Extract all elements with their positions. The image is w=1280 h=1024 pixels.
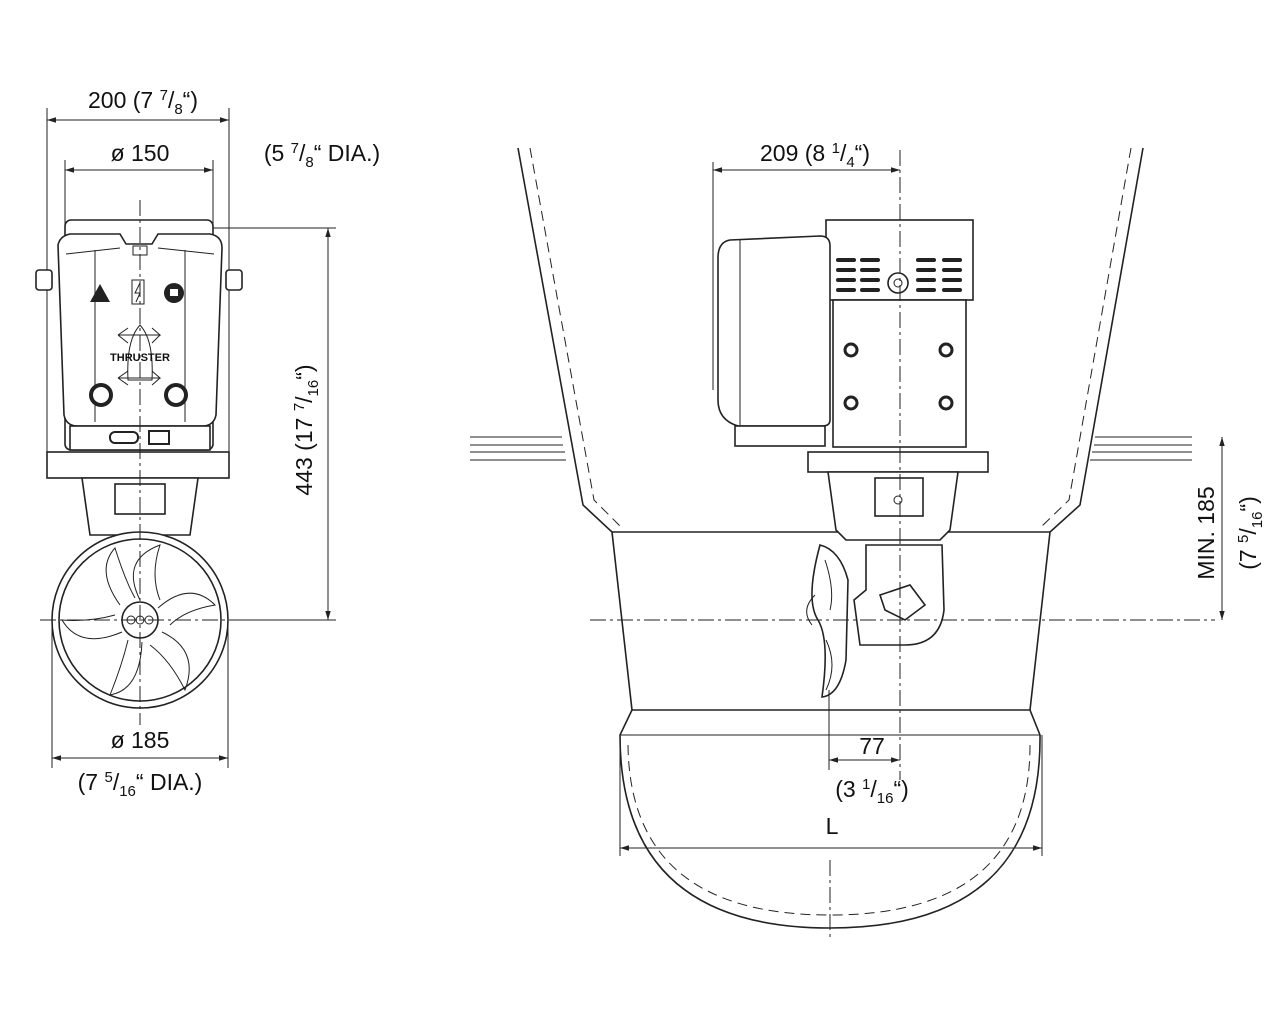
tunnel-length-label: L	[826, 813, 839, 839]
mounting-flange-front	[807, 451, 989, 473]
lightning-icon	[131, 279, 145, 305]
tunnel-diameter-label: ø 185	[111, 727, 170, 753]
propeller-front	[806, 544, 849, 698]
tunnel-diameter-inch-label: (7 5/16“ DIA.)	[78, 769, 203, 800]
side-view: THRUSTER 200 (7 7/8“) ø 150	[35, 87, 380, 800]
prop-offset-inch-label: (3 1/16“)	[835, 776, 909, 807]
motor-diameter-inch-label: (5 7/8“ DIA.)	[264, 140, 380, 171]
min-depth-label: MIN. 185	[1193, 486, 1219, 579]
motor-front	[717, 219, 974, 448]
motor-housing: THRUSTER	[35, 219, 243, 451]
front-view: 209 (8 1/4“) MIN. 185 (7 5/16“) 77 (3 1/…	[470, 140, 1266, 940]
mounting-flange	[46, 451, 230, 479]
height-label: 443 (17 7/16“)	[291, 364, 322, 495]
warning-icon	[90, 284, 110, 302]
prop-offset-label: 77	[859, 733, 885, 759]
motor-diameter-label: ø 150	[111, 140, 170, 166]
min-depth-inch-label: (7 5/16“)	[1235, 496, 1266, 570]
hull-section-lines	[470, 436, 1192, 461]
motor-width-label: 209 (8 1/4“)	[760, 140, 870, 171]
overall-width-label: 200 (7 7/8“)	[88, 87, 198, 118]
